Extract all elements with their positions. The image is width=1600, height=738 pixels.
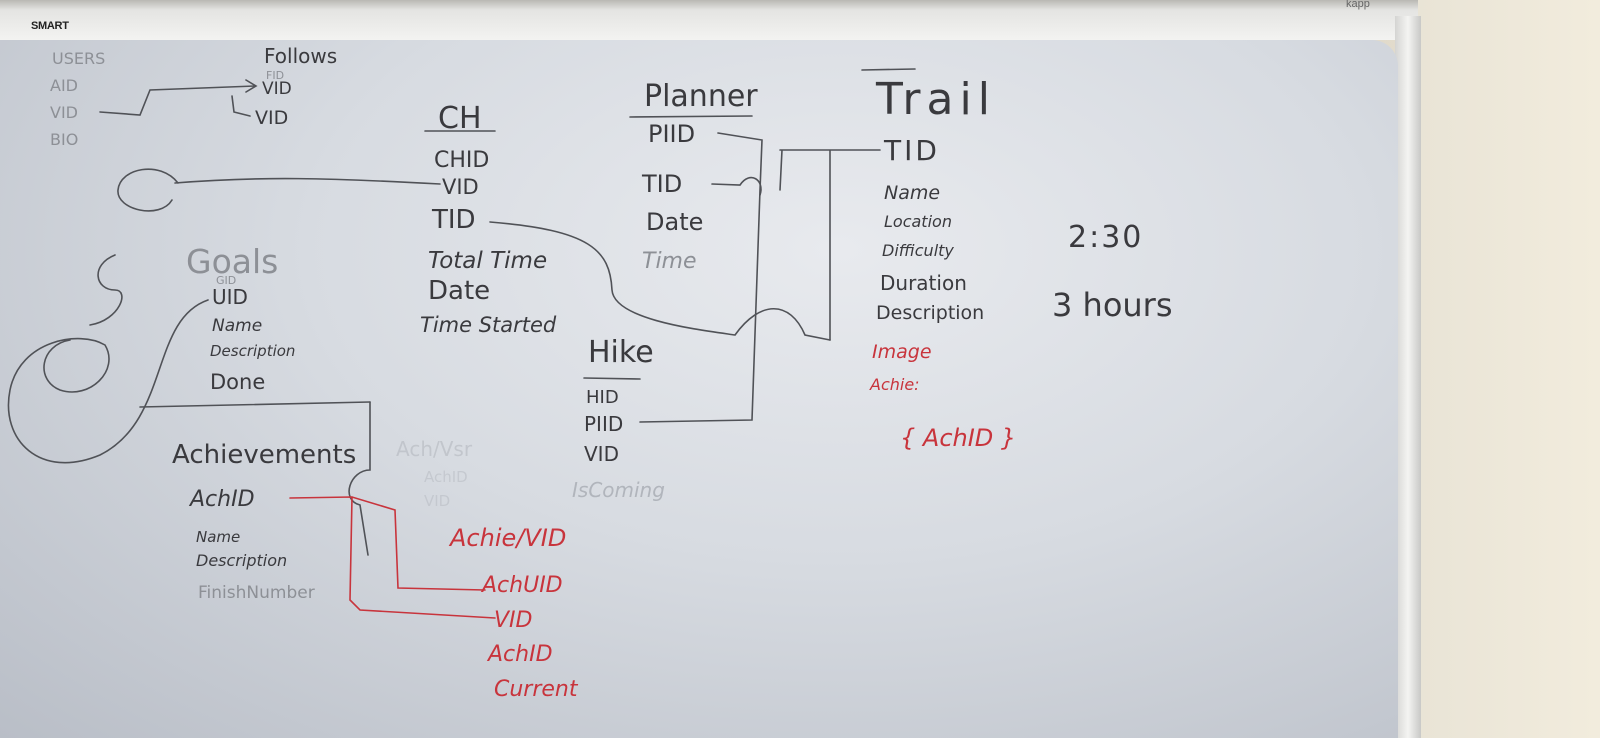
goals-field: Description: [210, 342, 295, 360]
red-connector-lines: [289, 496, 496, 619]
achie-vid-field: Current: [494, 677, 579, 702]
whiteboard-right-frame: [1395, 16, 1421, 738]
follows-title: Follows: [264, 44, 337, 68]
erased-table-title: Ach/Vsr: [396, 437, 473, 461]
users-field: VID: [50, 103, 78, 122]
erased-table-field: AchID: [424, 468, 468, 486]
ch-field: Date: [428, 276, 490, 306]
ch-field: VID: [442, 175, 479, 199]
trail-title: Trail: [875, 74, 996, 125]
achievements-brace-line: [348, 401, 371, 556]
achievements-field: AchID: [188, 487, 255, 512]
users-to-follows-line: [99, 85, 256, 116]
trail-field: Location: [884, 212, 952, 231]
follows-arrow-head: [245, 79, 258, 93]
wall-background: [1418, 0, 1600, 738]
trail-field: Duration: [880, 271, 967, 295]
planner-field: PIID: [648, 120, 695, 148]
trail-red-field: { AchID }: [900, 424, 1016, 452]
users-field: BIO: [50, 130, 78, 149]
whiteboard-surface: USERS AID VID BIO Follows FID VID VID CH…: [0, 40, 1398, 738]
trail-field: Name: [884, 182, 940, 204]
ch-field: CHID: [434, 148, 489, 173]
ch-field: Time Started: [420, 313, 557, 337]
smart-logo: SMART: [31, 20, 69, 32]
trail-field: Description: [876, 302, 984, 324]
goals-title: Goals: [186, 242, 278, 281]
planner-title: Planner: [644, 79, 758, 114]
hike-field: IsComing: [572, 478, 665, 502]
achie-vid-field: VID: [494, 608, 532, 633]
planner-tid-link: [711, 176, 762, 196]
planner-piid-to-hike-line: [639, 132, 763, 423]
whiteboard-top-frame: [0, 0, 1418, 40]
trail-red-field: Image: [872, 341, 932, 363]
achievements-field: Description: [196, 551, 287, 570]
time-note: 2:30: [1068, 220, 1143, 255]
hike-field: PIID: [584, 412, 623, 436]
trail-tid-line: [779, 149, 881, 341]
users-title: USERS: [52, 49, 105, 68]
goals-to-users-curve: [7, 299, 209, 464]
hike-field: VID: [584, 442, 619, 466]
kapp-logo: kapp: [1346, 0, 1370, 10]
duration-note: 3 hours: [1052, 286, 1173, 324]
achie-vid-field: AchUID: [480, 573, 563, 598]
goals-field: Done: [210, 370, 265, 394]
ch-title: CH: [438, 101, 482, 136]
planner-field: TID: [641, 170, 682, 198]
trail-title-bar: [861, 68, 916, 71]
users-to-ch-line: [174, 177, 441, 185]
achid-to-vid-line: [349, 496, 496, 619]
trail-red-field: Achie:: [869, 375, 920, 394]
loop-scribble: [117, 168, 179, 212]
erased-table-field: VID: [424, 492, 450, 510]
hike-title-underline: [583, 377, 641, 380]
ch-tid-to-trail-line: [489, 221, 831, 341]
hike-field: HID: [586, 387, 619, 408]
goals-field: Name: [212, 316, 262, 336]
goals-field: GID: [216, 274, 236, 287]
goals-spiral-line: [89, 254, 123, 326]
achie-vid-title: Achie/VID: [448, 524, 566, 552]
planner-field: Date: [646, 208, 703, 236]
achid-to-achuid-line: [289, 496, 486, 591]
achievements-field: FinishNumber: [198, 583, 315, 603]
ch-field: Total Time: [428, 248, 547, 274]
achievements-field: Name: [196, 528, 240, 546]
follows-field: FID: [266, 69, 284, 82]
planner-field: Time: [642, 249, 697, 274]
trail-field: Difficulty: [882, 241, 954, 260]
hike-title: Hike: [588, 335, 654, 370]
users-field: AID: [50, 76, 78, 95]
planner-title-underline: [629, 115, 753, 118]
goals-field: UID: [212, 285, 248, 309]
whiteboard-drawing: USERS AID VID BIO Follows FID VID VID CH…: [7, 44, 1173, 702]
achievements-title: Achievements: [172, 440, 356, 470]
connector-lines: [7, 68, 916, 556]
follows-branch-line: [231, 95, 251, 117]
goals-to-achievements-line: [139, 401, 371, 408]
achie-vid-field: AchID: [486, 642, 553, 667]
trail-field: TID: [883, 134, 940, 167]
follows-field: VID: [255, 107, 288, 129]
ch-field: TID: [431, 205, 476, 235]
follows-field: VID: [262, 79, 292, 99]
